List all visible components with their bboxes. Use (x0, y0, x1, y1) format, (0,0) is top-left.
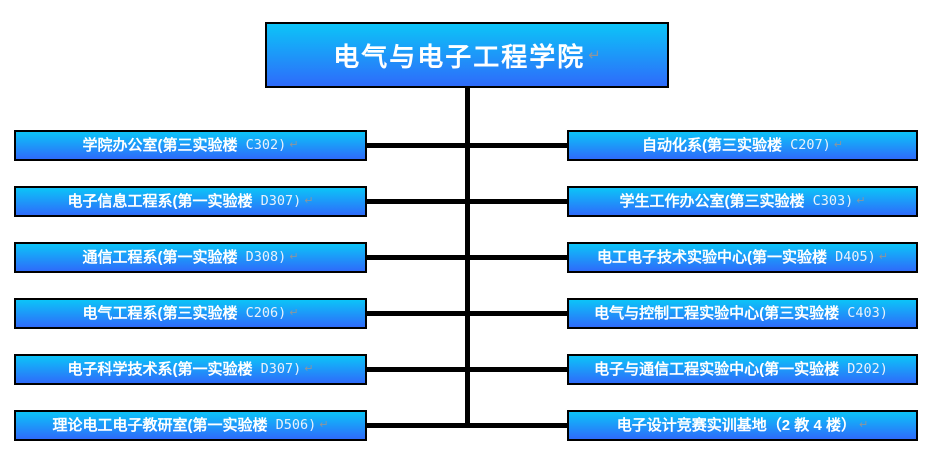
node-room-code: D308) (237, 248, 287, 265)
node-room-code: D307) (252, 192, 302, 209)
node-electronic-info-dept[interactable]: 电子信息工程系(第一实验楼 D307)↵ (14, 186, 367, 217)
paragraph-mark: ↵ (878, 251, 888, 263)
node-label: 电工电子技术实验中心(第一实验楼 (597, 249, 827, 266)
connector-line-row-5 (365, 367, 569, 372)
connector-line-row-1 (365, 143, 569, 148)
node-label: 电子与通信工程实验中心(第一实验楼 (594, 361, 840, 378)
node-college-root[interactable]: 电气与电子工程学院↵ (265, 22, 669, 88)
paragraph-mark: ↵ (289, 139, 299, 151)
node-label: 理论电工电子教研室(第一实验楼 (52, 417, 268, 434)
connector-line-row-2 (365, 199, 569, 204)
paragraph-mark: ↵ (289, 307, 299, 319)
node-competition-training-base[interactable]: 电子设计竞赛实训基地（2 教 4 楼）↵ (567, 410, 918, 441)
node-room-code: C403) (839, 304, 888, 321)
paragraph-mark: ↵ (319, 419, 329, 431)
connector-line-row-6 (365, 423, 569, 428)
node-room-code: D307) (252, 360, 302, 377)
node-college-office[interactable]: 学院办公室(第三实验楼 C302)↵ (14, 130, 367, 161)
node-label: 通信工程系(第一实验楼 (82, 249, 238, 266)
node-label: 自动化系(第三实验楼 (642, 137, 782, 154)
node-automation-dept[interactable]: 自动化系(第三实验楼 C207)↵ (567, 130, 918, 161)
paragraph-mark: ↵ (856, 195, 866, 207)
paragraph-mark: ↵ (289, 251, 299, 263)
node-electronic-communication-lab-center[interactable]: 电子与通信工程实验中心(第一实验楼 D202) (567, 354, 918, 385)
node-label: 学生工作办公室(第三实验楼 (619, 193, 805, 210)
node-electronic-science-dept[interactable]: 电子科学技术系(第一实验楼 D307)↵ (14, 354, 367, 385)
node-room-code: D506) (267, 416, 317, 433)
node-theory-teaching-office[interactable]: 理论电工电子教研室(第一实验楼 D506)↵ (14, 410, 367, 441)
node-label: 电子科学技术系(第一实验楼 (67, 361, 253, 378)
connector-line-row-4 (365, 311, 569, 316)
node-label: 电气与控制工程实验中心(第三实验楼 (594, 305, 840, 322)
node-room-code: D405) (827, 248, 876, 265)
paragraph-mark: ↵ (588, 47, 601, 64)
node-label: 学院办公室(第三实验楼 (82, 137, 238, 154)
paragraph-mark: ↵ (833, 139, 843, 151)
paragraph-mark: ↵ (858, 419, 869, 431)
node-communication-dept[interactable]: 通信工程系(第一实验楼 D308)↵ (14, 242, 367, 273)
node-electric-control-lab-center[interactable]: 电气与控制工程实验中心(第三实验楼 C403) (567, 298, 918, 329)
connector-line-row-3 (365, 255, 569, 260)
node-room-code: D202) (839, 360, 888, 377)
node-room-code: C206) (237, 304, 287, 321)
node-electrical-dept[interactable]: 电气工程系(第三实验楼 C206)↵ (14, 298, 367, 329)
node-label: 电子设计竞赛实训基地（2 教 4 楼） (616, 417, 856, 434)
node-room-code: C302) (237, 136, 287, 153)
node-label: 电气与电子工程学院 (333, 41, 586, 72)
node-electrical-electronic-lab-center[interactable]: 电工电子技术实验中心(第一实验楼 D405)↵ (567, 242, 918, 273)
paragraph-mark: ↵ (304, 195, 314, 207)
node-label: 电子信息工程系(第一实验楼 (67, 193, 253, 210)
node-student-affairs-office[interactable]: 学生工作办公室(第三实验楼 C303)↵ (567, 186, 918, 217)
paragraph-mark: ↵ (304, 363, 314, 375)
node-label: 电气工程系(第三实验楼 (82, 305, 238, 322)
node-room-code: C207) (782, 136, 831, 153)
node-room-code: C303) (804, 192, 854, 209)
